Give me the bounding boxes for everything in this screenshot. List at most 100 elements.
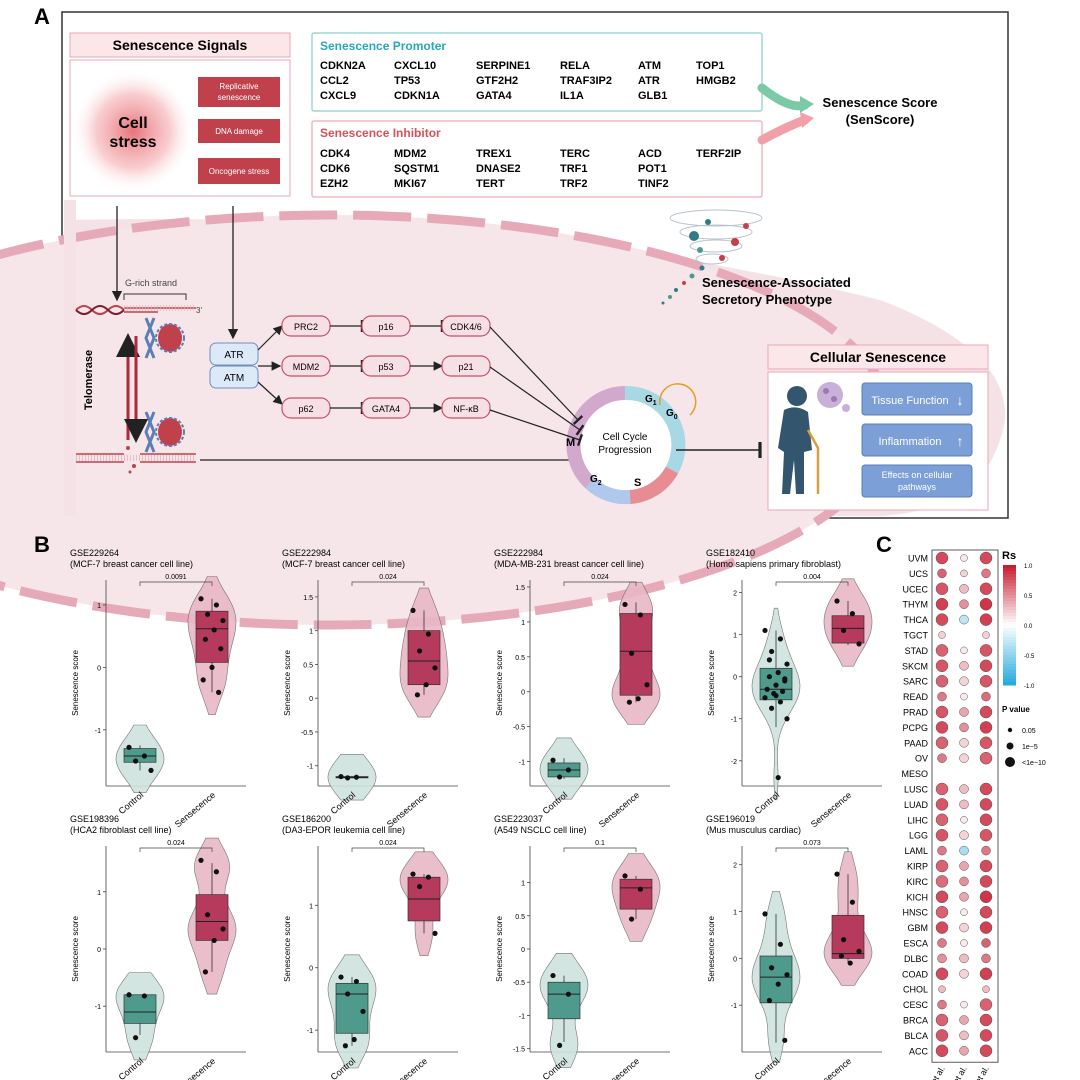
effect-label-1: Inflammation [879,436,942,448]
point-1-0-0 [338,773,344,780]
y-tick-label-6-1: -1 [519,1013,525,1020]
dot-cesc-0 [937,999,947,1010]
phase-g1: G1 [645,394,657,407]
point-6-0-0 [550,972,556,979]
y-tick-label-2-3: 0.5 [515,655,525,662]
dot-kirc-1 [959,876,969,887]
row-label-ov: OV [915,754,928,764]
plot-subtitle-5: (DA3-EPOR leukemia cell line) [282,825,405,835]
gene-gtf2h2: GTF2H2 [476,75,518,87]
dot-lusc-0 [935,782,949,796]
cell-stress-glow [71,69,195,193]
row-label-prad: PRAD [903,708,929,718]
rs-legend-band-27 [1003,646,1016,650]
point-7-0-4 [775,981,781,987]
point-3-0-15 [775,774,781,781]
row-label-coad: COAD [902,969,929,979]
pathway-node-label-2-0: p62 [298,404,313,414]
rs-legend-band-30 [1003,655,1016,659]
gene-mdm2: MDM2 [394,148,426,160]
rs-legend-band-23 [1003,634,1016,638]
point-1-1-4 [423,682,429,688]
gene-cdkn2a: CDKN2A [320,60,366,72]
gene-trf2: TRF2 [560,178,588,190]
point-7-1-3 [856,948,862,954]
pathway-node-1-2 [441,355,491,377]
point-0-0-2 [133,758,139,764]
box-6-1 [619,878,653,910]
box-1-1 [407,630,441,686]
p-value-0: 0.0091 [165,574,187,581]
dot-esca-2 [981,938,991,948]
plot-subtitle-6: (A549 NSCLC cell line) [494,825,587,835]
gene-tp53: TP53 [394,75,420,87]
gene-acd: ACD [638,148,662,160]
y-label-7: Senescence score [707,916,716,982]
dot-luad-2 [979,798,993,811]
dot-chol-2 [982,985,990,993]
dot-laml-2 [981,845,991,856]
rs-legend-band-3 [1003,574,1016,578]
cellular-title: Cellular Senescence [810,349,946,365]
rs-legend-tick-0: 1.0 [1024,564,1033,570]
rs-legend-band-14 [1003,607,1016,611]
point-2-1-2 [629,650,635,656]
dot-chol-1 [962,987,966,991]
box-4-1 [195,894,229,941]
y-tick-label-0-0: -1 [95,728,101,735]
plot-subtitle-4: (HCA2 fibroblast cell line) [70,825,172,835]
gene-cdk4: CDK4 [320,148,351,160]
dot-stad-2 [979,644,993,657]
y-tick-label-6-0: -1.5 [513,1047,525,1054]
point-3-0-2 [769,648,775,655]
p-value-1: 0.024 [379,574,397,581]
dot-stad-1 [960,646,968,655]
y-label-2: Senescence score [495,650,504,716]
dot-pcpg-1 [959,722,969,733]
group-label-5-1: Sensecence [385,1056,429,1080]
dot-read-2 [981,691,991,702]
group-label-2-1: Sensecence [597,790,641,830]
dot-coad-2 [979,967,993,981]
y-tick-label-3-4: 2 [733,591,737,598]
dot-tgct-1 [962,633,966,637]
pathway-node-label-0-1: p16 [378,322,393,332]
rs-legend-band-7 [1003,586,1016,590]
sasp-title-1: Senescence-Associated [702,275,851,290]
rs-legend-band-6 [1003,583,1016,587]
pathway-node-0-2 [441,315,491,337]
y-tick-label-7-0: -1 [731,1003,737,1010]
gene-sqstm1: SQSTM1 [394,163,439,175]
dot-meso-2 [984,772,988,776]
rs-legend-band-33 [1003,664,1016,668]
signal-replicative-1: Replicative [219,82,259,91]
row-label-lusc: LUSC [904,785,929,795]
dot-esca-1 [960,939,968,947]
group-label-0-1: Sensecence [173,790,217,830]
gene-gata4: GATA4 [476,90,513,102]
rs-legend-band-28 [1003,649,1016,653]
row-label-lihc: LIHC [907,815,928,825]
p21-to-cycle-inhibit [489,366,585,436]
y-tick-label-1-0: -1 [307,764,313,771]
point-3-0-14 [784,716,790,722]
point-3-1-2 [841,627,847,634]
row-label-ucec: UCEC [902,584,928,594]
point-0-1-7 [209,664,215,670]
row-label-blca: BLCA [904,1031,928,1041]
pvalue-legend-label-2: <1e−10 [1022,760,1046,767]
dot-chol-0 [938,985,946,993]
dot-thca-0 [935,613,949,626]
phase-g0: G0 [666,408,678,421]
dot-kirc-0 [935,875,949,888]
point-5-1-3 [432,930,438,936]
point-5-0-2 [345,991,351,997]
dot-acc-2 [979,1044,993,1058]
dot-hnsc-0 [935,905,949,919]
sensor-atm-label: ATM [224,373,244,384]
telomere-dna-top [75,305,196,315]
dot-thca-1 [959,614,969,625]
sig-bracket-7 [775,847,849,852]
point-7-1-2 [841,937,847,943]
point-7-0-6 [782,1037,788,1043]
